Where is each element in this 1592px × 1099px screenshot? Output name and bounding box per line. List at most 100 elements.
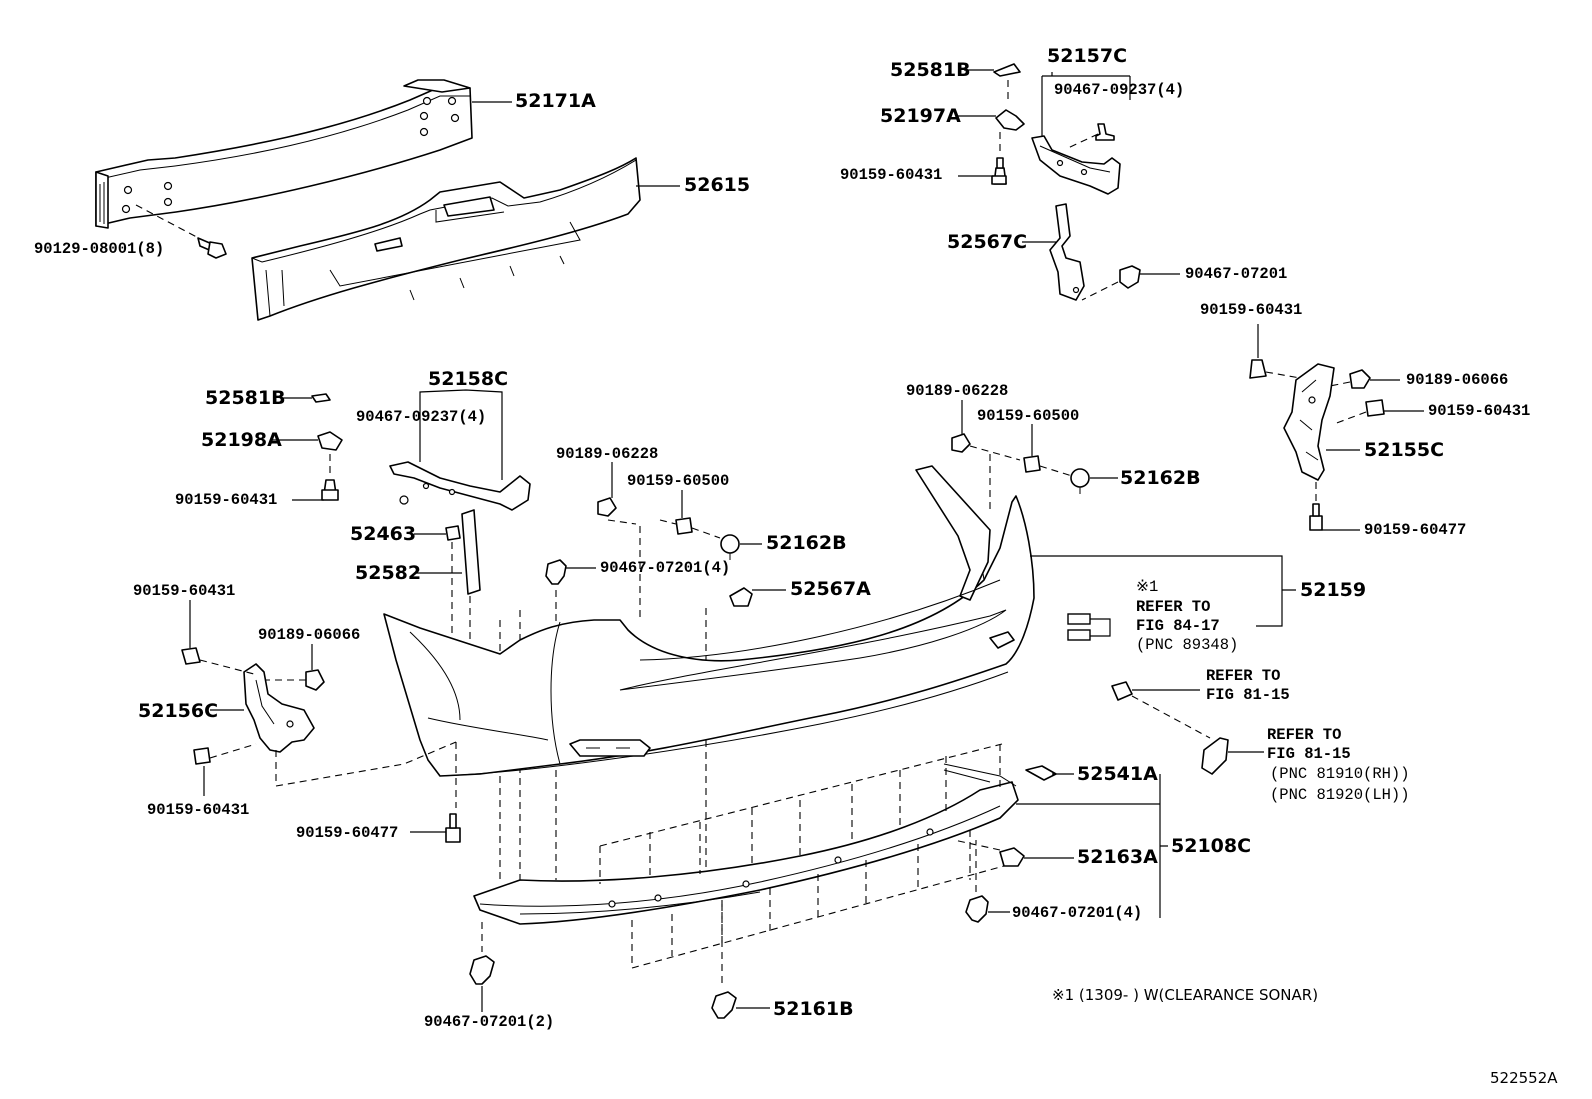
callout-90159-60477-mid[interactable]: 90159-60477 [296,824,399,842]
sonar-sensors [1067,613,1111,641]
bolt-90129-08001 [135,204,227,259]
callout-90129-08001[interactable]: 90129-08001(8) [34,240,165,258]
callout-52108C[interactable]: 52108C [1171,835,1252,857]
callout-90467-07201-top[interactable]: 90467-07201 [1185,265,1288,283]
callout-52171A[interactable]: 52171A [515,90,596,112]
clip-90467-09237-top [1067,123,1115,149]
callout-52197A[interactable]: 52197A [880,105,961,127]
callout-52163A[interactable]: 52163A [1077,846,1158,868]
bumper-reinforcement-52171A [95,79,473,229]
screw-90159-60431-right [1249,359,1301,379]
leader-lines [189,69,1424,1012]
callout-52463[interactable]: 52463 [350,523,417,545]
pad-52463 [445,525,461,541]
screw-90159-60431-left [321,454,339,501]
callout-90159-60431-right[interactable]: 90159-60431 [1200,301,1303,319]
callout-52157C[interactable]: 52157C [1047,45,1128,67]
callout-90467-09237-top[interactable]: 90467-09237(4) [1054,81,1185,99]
pad-52581B-left [311,393,331,403]
callout-52155C[interactable]: 52155C [1364,439,1445,461]
callout-52162B-right[interactable]: 52162B [1120,467,1201,489]
callout-90467-07201-4-bot[interactable]: 90467-07201(4) [1012,904,1143,922]
clip-52198A [317,431,343,451]
callout-52159[interactable]: 52159 [1300,579,1367,601]
callout-52581B-left[interactable]: 52581B [205,387,286,409]
screw-90159-60477-mid [445,813,461,843]
callout-90159-60431-left[interactable]: 90159-60431 [175,491,278,509]
pad-52581B-top [993,63,1021,104]
callout-90189-06066-lb[interactable]: 90189-06066 [258,626,361,644]
callout-90467-07201-2[interactable]: 90467-07201(2) [424,1013,555,1031]
clip-90467-07201-top [1081,265,1141,301]
diagram-id: 522552A [1490,1069,1558,1087]
mudguard-refer [1201,737,1229,775]
callout-52198A[interactable]: 52198A [201,429,282,451]
callout-90189-06228-mid[interactable]: 90189-06228 [556,445,659,463]
ref3-line2[interactable]: FIG 81-15 [1267,745,1351,763]
ref3-line3: (PNC 81910(RH)) [1270,765,1410,783]
clip-52567A [705,587,753,880]
nut-90189-06066-right [1329,369,1371,389]
clip-52197A [995,109,1025,131]
bracket-52156C [243,663,315,753]
screw-90159-60431-lb2 [193,743,257,765]
callout-90159-60500-right[interactable]: 90159-60500 [977,407,1080,425]
bracket-52541A [943,763,1057,787]
footnote: ※1 (1309- ) W(CLEARANCE SONAR) [1052,986,1319,1004]
callout-52541A[interactable]: 52541A [1077,763,1158,785]
screw-90159-60431-lb [181,647,255,675]
callout-90159-60431-right2[interactable]: 90159-60431 [1428,402,1531,420]
mount-guide-line [275,741,457,787]
bracket-52567C [1049,203,1085,301]
callout-52567C[interactable]: 52567C [947,231,1028,253]
callout-90159-60477-right[interactable]: 90159-60477 [1364,521,1467,539]
clip-52162B-mid [720,534,740,560]
callout-90159-60431-lb[interactable]: 90159-60431 [133,582,236,600]
screw-90159-60500-mid [659,517,721,539]
clip-90467-07201-2 [469,922,495,985]
clip-90467-07201-bot [965,840,989,923]
callout-90189-06066-right[interactable]: 90189-06066 [1406,371,1509,389]
ref1-line3: (PNC 89348) [1136,636,1239,654]
screw-90159-60431-top [991,132,1007,185]
callout-52582[interactable]: 52582 [355,562,422,584]
callout-52567A[interactable]: 52567A [790,578,871,600]
screw-refer-81-15 [1111,681,1211,739]
callout-52158C[interactable]: 52158C [428,368,509,390]
bracket-52155C [1283,363,1335,481]
clip-52161B [711,904,737,1019]
retainer-52158C [389,461,531,511]
callout-90189-06228-right[interactable]: 90189-06228 [906,382,1009,400]
nut-90189-06228-right [951,433,1021,510]
bumper-cover-52159 [383,465,1035,777]
callout-90159-60500-mid[interactable]: 90159-60500 [627,472,730,490]
ref1-line1: REFER TO [1136,598,1211,616]
screw-90159-60477-right [1309,482,1323,531]
callout-52615[interactable]: 52615 [684,174,751,196]
ref3-line1: REFER TO [1267,726,1342,744]
callout-90159-60431-top[interactable]: 90159-60431 [840,166,943,184]
callout-90159-60431-lb2[interactable]: 90159-60431 [147,801,250,819]
callout-90467-07201-4-mid[interactable]: 90467-07201(4) [600,559,731,577]
cover-52163A [953,839,1025,867]
screw-90159-60431-right2 [1333,399,1385,425]
callout-52581B-top[interactable]: 52581B [890,59,971,81]
screw-90159-60500-right [1023,455,1073,477]
ref2-line2[interactable]: FIG 81-15 [1206,686,1290,704]
callout-52161B[interactable]: 52161B [773,998,854,1020]
callout-52156C[interactable]: 52156C [138,700,219,722]
ref2-line1: REFER TO [1206,667,1281,685]
energy-absorber-52615 [251,157,641,321]
callout-52162B-mid[interactable]: 52162B [766,532,847,554]
ref3-line4: (PNC 81920(LH)) [1270,786,1410,804]
nut-90189-06228-mid [597,497,641,620]
nut-90189-06066-lb [266,669,325,691]
clip-52162B-right [1070,468,1090,494]
callout-90467-09237-left[interactable]: 90467-09237(4) [356,408,487,426]
ref1-line2[interactable]: FIG 84-17 [1136,617,1220,635]
lower-garnish-52108C [473,743,1019,969]
ref1-mark: ※1 [1136,578,1159,596]
retainer-52157C [1031,135,1121,195]
